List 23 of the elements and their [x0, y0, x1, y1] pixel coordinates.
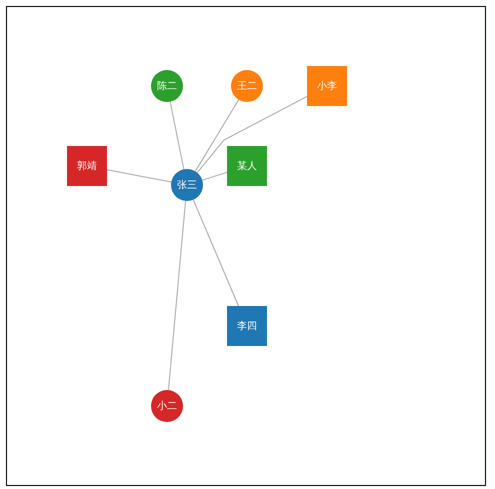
- person-square: [307, 66, 347, 106]
- link-line: [202, 172, 228, 181]
- person-circle: [171, 169, 203, 201]
- node-label: 小李: [317, 80, 337, 93]
- link-line: [192, 199, 239, 306]
- node-label: 王二: [237, 80, 257, 93]
- node-label: 陈二: [157, 80, 177, 93]
- person-square: [227, 306, 267, 346]
- link-line: [170, 101, 184, 170]
- link-line: [168, 200, 186, 391]
- node-label: 张三: [177, 178, 197, 192]
- node-label: 郭靖: [77, 160, 97, 173]
- link-line: [106, 169, 172, 183]
- person-circle: [231, 70, 263, 102]
- node-label: 李四: [237, 320, 257, 333]
- person-circle: [151, 70, 183, 102]
- person-circle: [151, 390, 183, 422]
- person-square: [67, 146, 107, 186]
- link-line: [194, 99, 240, 172]
- link-line: [196, 96, 308, 174]
- node-label: 某人: [237, 160, 257, 173]
- node-label: 小二: [157, 400, 177, 413]
- person-square: [227, 146, 267, 186]
